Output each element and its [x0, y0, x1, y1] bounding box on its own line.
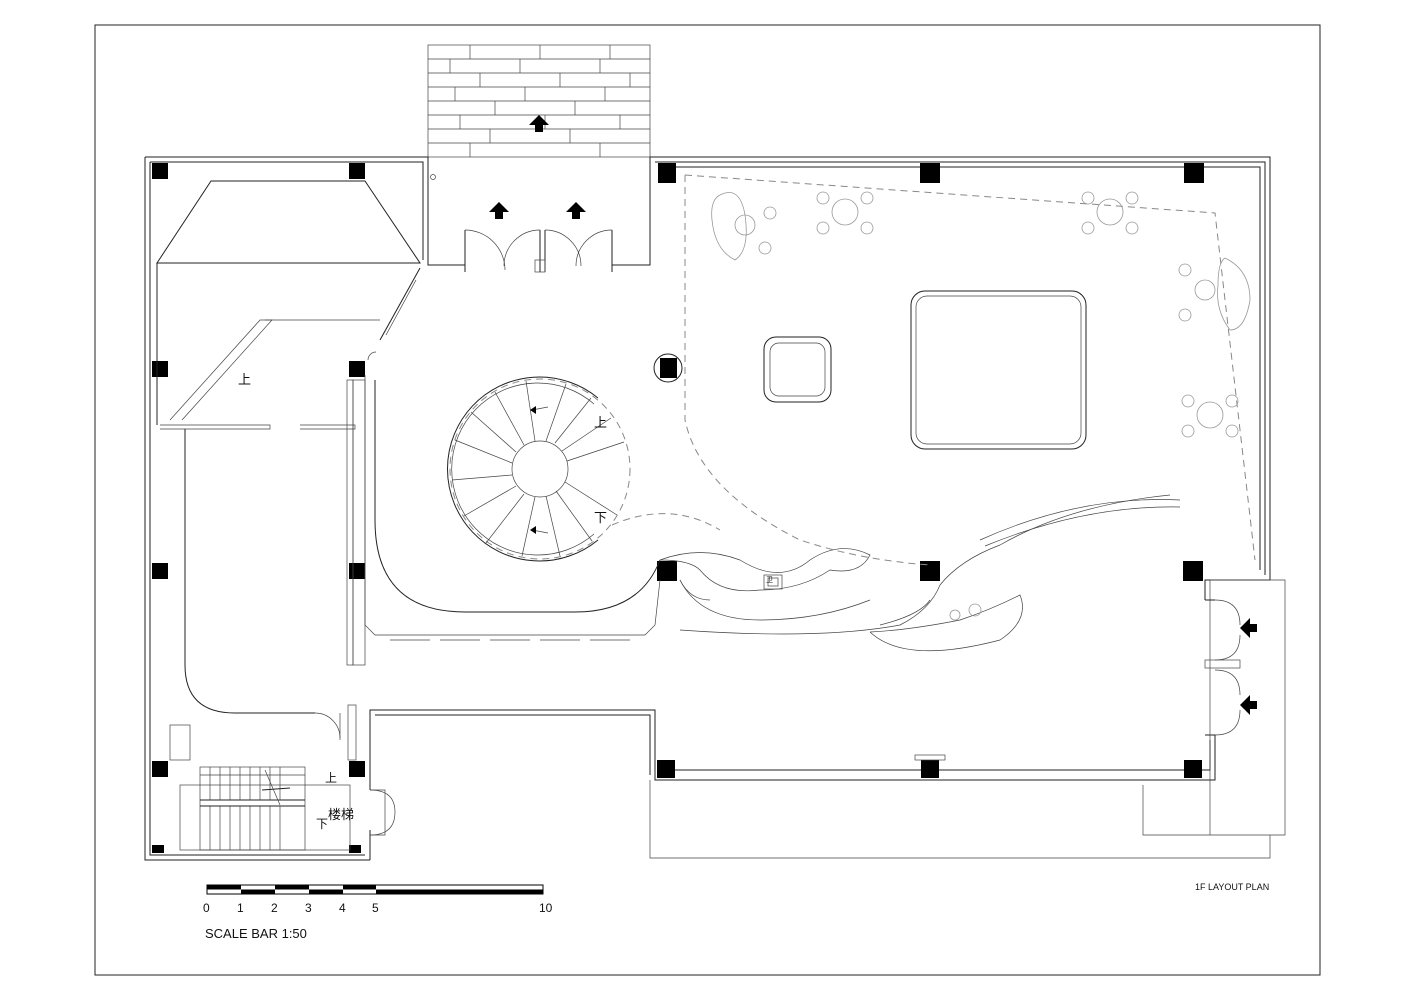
angled-storage-room — [156, 180, 421, 425]
dashed-zone — [611, 174, 1256, 566]
label-up: 上 — [325, 771, 337, 785]
scale-title: SCALE BAR 1:50 — [205, 926, 307, 941]
plan-title: 1F LAYOUT PLAN — [1195, 882, 1269, 892]
columns — [152, 163, 1204, 853]
stairwell — [179, 766, 396, 851]
label-stair: 楼梯 — [328, 808, 354, 823]
scale-tick-2: 2 — [271, 901, 278, 915]
spiral-stair[interactable] — [447, 376, 631, 562]
scale-tick-5: 5 — [372, 901, 379, 915]
curved-bar — [659, 494, 1181, 652]
arrow-up-icon — [489, 202, 509, 219]
entrance-doors — [430, 174, 613, 273]
arrow-up-icon — [529, 115, 549, 132]
side-entrance-doors — [914, 599, 1257, 761]
label-down: 下 — [316, 817, 328, 831]
label-toilet-sign: 卫 — [766, 576, 773, 584]
left-room — [160, 379, 366, 761]
arrow-left-icon — [1240, 618, 1257, 638]
terrace-outline — [649, 579, 1286, 859]
exterior-walls — [144, 156, 1271, 861]
scale-tick-1: 1 — [237, 901, 244, 915]
label-up: 上 — [594, 416, 607, 431]
arrow-up-icon — [566, 202, 586, 219]
furniture — [711, 191, 1251, 621]
central-counter — [364, 375, 661, 641]
floor-voids — [763, 290, 1087, 450]
label-down: 下 — [594, 511, 607, 526]
entrance-deck — [427, 44, 651, 158]
scale-tick-3: 3 — [305, 901, 312, 915]
scale-tick-0: 0 — [203, 901, 210, 915]
scale-tick-10: 10 — [539, 901, 553, 915]
scale-tick-4: 4 — [339, 901, 346, 915]
arrow-left-icon — [1240, 695, 1257, 715]
scale-bar — [206, 884, 544, 895]
sheet-border — [94, 24, 1321, 976]
label-up: 上 — [238, 373, 251, 388]
